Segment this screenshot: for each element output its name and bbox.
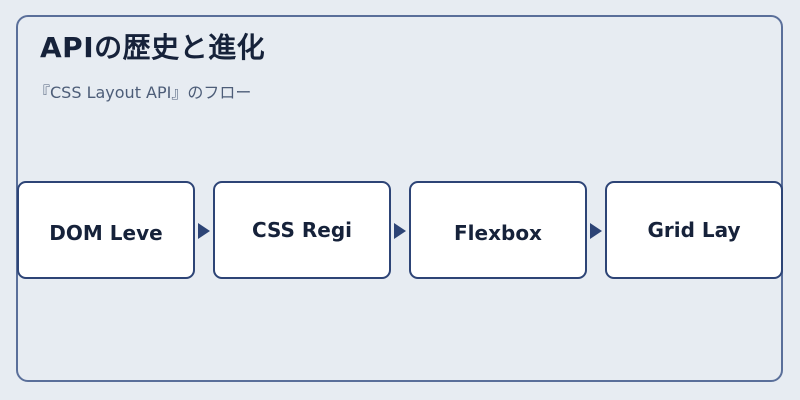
flow-arrow-2 bbox=[394, 223, 406, 239]
flow-arrow-1 bbox=[198, 223, 210, 239]
diagram-title: APIの歴史と進化 bbox=[40, 31, 266, 64]
diagram-subtitle: 『CSS Layout API』のフロー bbox=[34, 83, 252, 102]
flow-node-dom-level: DOM Leve bbox=[17, 181, 195, 279]
flow-node-grid-layout: Grid Lay bbox=[605, 181, 783, 279]
flow-node-flexbox: Flexbox bbox=[409, 181, 587, 279]
flow-arrow-3 bbox=[590, 223, 602, 239]
flow-node-css-regions: CSS Regi bbox=[213, 181, 391, 279]
